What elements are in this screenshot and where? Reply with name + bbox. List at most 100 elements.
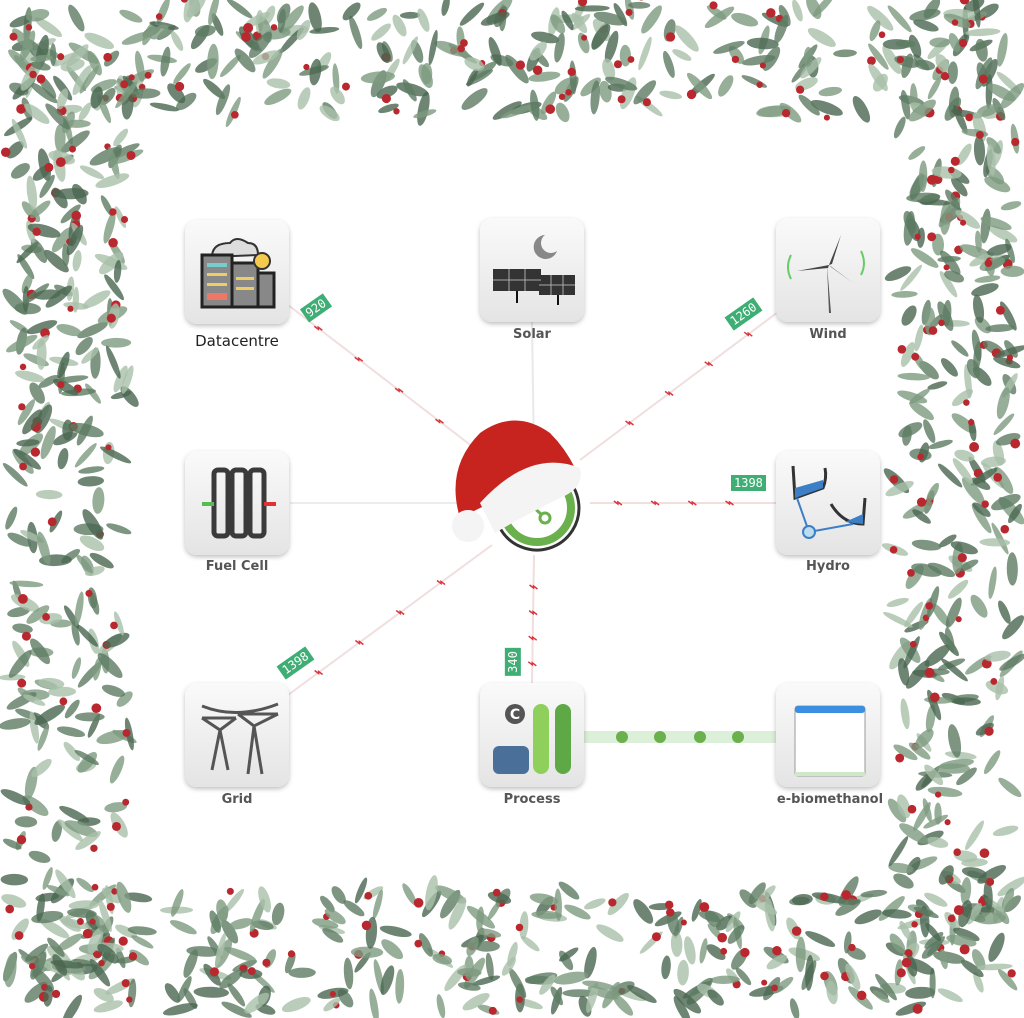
node-solar[interactable]: [480, 218, 584, 322]
leaf: [369, 988, 379, 1018]
leaf: [252, 50, 279, 65]
berry: [896, 968, 906, 978]
berry: [128, 952, 138, 961]
berry: [950, 156, 960, 166]
leaf: [913, 19, 939, 32]
leaf: [103, 211, 116, 244]
leaf: [939, 271, 958, 298]
leaf: [974, 912, 1006, 925]
leaf: [7, 607, 30, 618]
berry: [515, 60, 526, 70]
node-e-biomethanol[interactable]: [776, 683, 880, 787]
berry: [627, 56, 635, 63]
flow-dot: [694, 731, 706, 743]
leaf: [909, 401, 934, 421]
leaf: [82, 290, 111, 309]
label-grid: Grid: [221, 792, 253, 807]
leaf: [826, 980, 838, 1005]
leaf: [898, 658, 910, 686]
leaf: [60, 130, 90, 154]
leaf: [343, 900, 365, 917]
leaf: [428, 29, 438, 66]
berry: [16, 835, 27, 845]
node-fuel-cell[interactable]: [185, 451, 289, 555]
leaf: [425, 875, 438, 911]
leaf: [950, 541, 978, 555]
leaf: [718, 75, 734, 97]
leaf: [508, 967, 527, 998]
leaf: [76, 415, 93, 446]
leaf: [34, 704, 66, 726]
leaf: [127, 926, 157, 936]
leaf: [519, 911, 529, 940]
leaf: [116, 881, 132, 913]
node-datacentre[interactable]: [185, 220, 289, 324]
leaf: [74, 591, 84, 627]
leaf: [946, 934, 977, 947]
leaf: [104, 802, 128, 813]
leaf: [75, 337, 93, 356]
node-hydro[interactable]: [776, 451, 880, 555]
leaf: [530, 89, 540, 121]
berry: [889, 546, 898, 554]
leaf: [923, 0, 941, 19]
leaf: [131, 935, 154, 949]
berry: [944, 819, 951, 826]
node-grid[interactable]: [185, 683, 289, 787]
leaf: [935, 763, 971, 774]
berry: [180, 0, 188, 3]
leaf: [350, 946, 384, 958]
leaf: [984, 750, 1001, 775]
leaf: [104, 274, 124, 301]
leaf: [998, 600, 1011, 624]
leaf: [171, 889, 184, 917]
leaf: [209, 910, 221, 933]
leaf: [320, 895, 335, 913]
leaf: [466, 68, 478, 87]
leaf: [633, 80, 657, 105]
berry: [907, 804, 917, 814]
leaf: [901, 305, 917, 326]
leaf: [604, 30, 619, 63]
leaf: [331, 886, 346, 904]
leaf: [944, 627, 955, 653]
leaf: [927, 562, 956, 578]
leaf: [221, 1001, 252, 1018]
leaf: [961, 858, 988, 867]
leaf: [558, 881, 580, 900]
label-solar: Solar: [513, 327, 551, 342]
leaf: [891, 290, 918, 298]
leaf: [707, 989, 724, 1006]
leaf: [889, 933, 906, 954]
node-wind[interactable]: [776, 218, 880, 322]
berry: [558, 93, 566, 101]
leaf: [215, 932, 226, 966]
leaf: [234, 48, 256, 73]
leaf: [472, 975, 501, 986]
leaf: [97, 653, 123, 679]
leaf: [554, 77, 575, 95]
leaf: [910, 248, 939, 268]
leaf: [32, 335, 50, 350]
berry: [820, 892, 829, 901]
leaf: [224, 947, 257, 962]
berry: [71, 210, 82, 221]
berry: [766, 8, 776, 18]
leaf: [119, 9, 143, 23]
leaf: [995, 675, 1005, 701]
leaf: [11, 118, 28, 149]
leaf: [436, 994, 446, 1018]
leaf: [381, 939, 403, 960]
berry: [904, 949, 913, 958]
berry: [665, 32, 676, 42]
leaf: [961, 867, 987, 879]
leaf: [6, 141, 24, 159]
berry: [109, 208, 117, 216]
leaf: [48, 686, 77, 697]
node-process[interactable]: C: [480, 683, 584, 787]
leaf: [22, 409, 43, 435]
power-flow-marker: [354, 356, 364, 362]
leaf: [992, 825, 1019, 837]
leaf: [590, 80, 600, 115]
leaf: [79, 65, 99, 94]
